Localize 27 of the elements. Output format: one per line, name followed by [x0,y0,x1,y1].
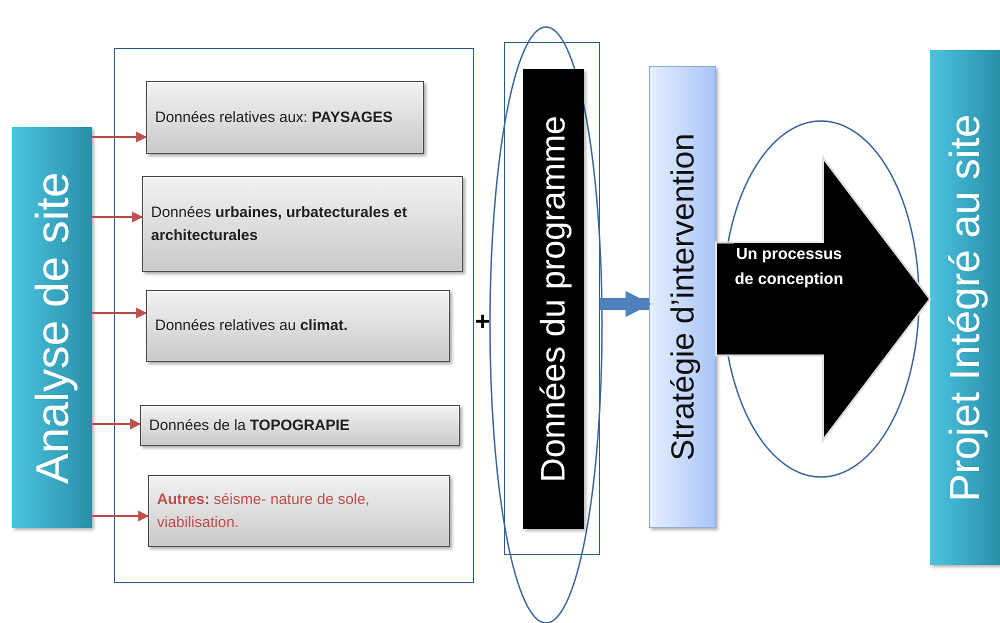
arrow [92,132,148,142]
plus-sign: + [475,308,490,334]
box-text: Données relatives aux: PAYSAGES [155,108,393,128]
arrow [92,308,148,318]
arrow [92,418,142,430]
vertical-title-bar [930,50,1000,565]
data-box [140,405,460,446]
label-text: Projet Intégré au site [941,114,989,502]
box-text: Données urbaines, urbatecturales et architecturales [151,202,408,246]
label-text: Stratégie d’intervention [664,133,701,461]
frame-box [504,42,600,555]
vertical-label-box [523,69,584,529]
box-text: Autres: séisme- nature de sole, viabilisation. [157,490,371,533]
data-box [142,176,463,272]
box-text: Données de la TOPOGRAPIE [149,416,350,436]
arrow [92,212,144,222]
frame-box [114,48,474,583]
vertical-title-bar [12,127,92,528]
box-text: Données relatives au climat. [155,316,348,336]
label-text: Données du programme [534,116,573,482]
arrow [92,510,150,522]
data-box [146,81,424,154]
data-box [146,290,450,362]
arrow [600,291,652,317]
data-box [148,475,450,547]
label-text: Analyse de site [25,172,79,484]
vertical-label-box [649,66,716,528]
